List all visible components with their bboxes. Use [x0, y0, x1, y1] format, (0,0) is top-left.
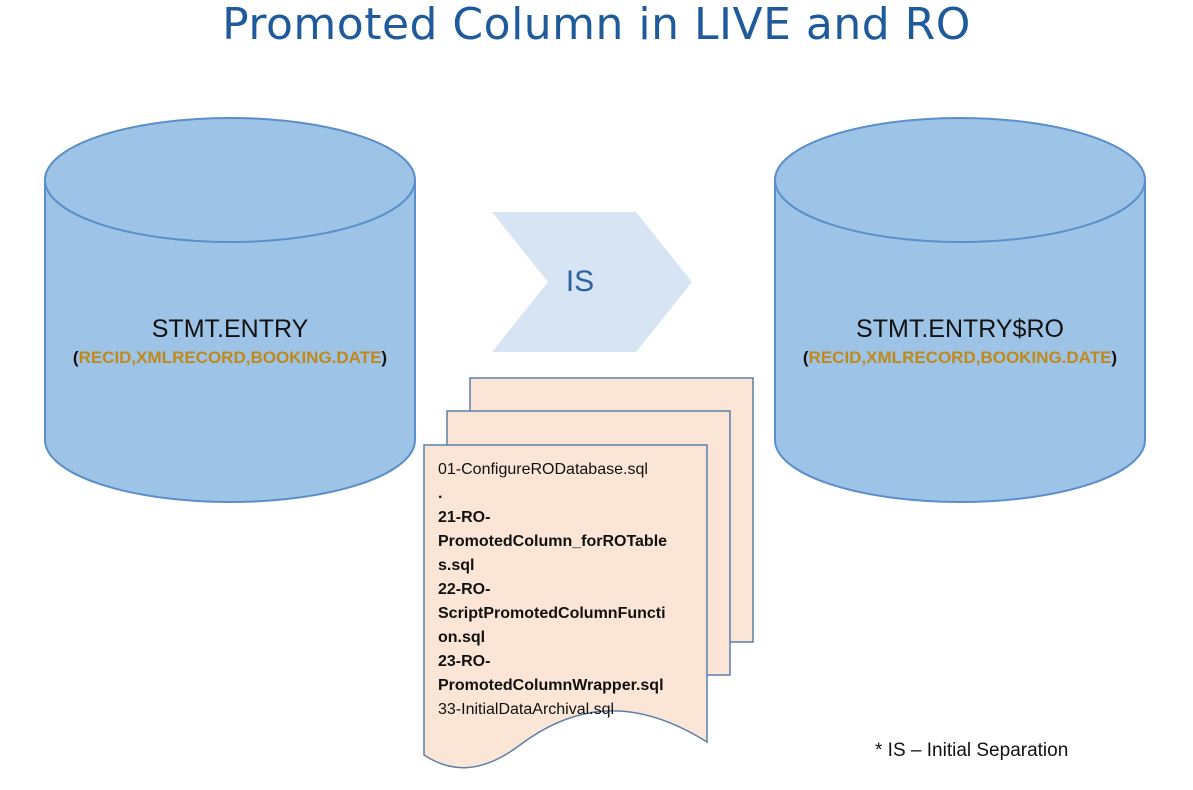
ro-close-paren: ) [1111, 348, 1118, 367]
script-line: 21-RO- [438, 509, 491, 526]
ro-column-list: (RECID,XMLRECORD,BOOKING.DATE) [775, 346, 1145, 370]
script-line: PromotedColumnWrapper.sql [438, 677, 664, 694]
ro-cylinder-body [774, 180, 1146, 503]
script-line: 01-ConfigureRODatabase.sql [438, 461, 648, 478]
script-line: ScriptPromotedColumnFuncti [438, 605, 666, 622]
live-open-paren: ( [72, 348, 79, 367]
live-column-list: (RECID,XMLRECORD,BOOKING.DATE) [45, 346, 415, 370]
page-title: Promoted Column in LIVE and RO [222, 0, 971, 50]
ro-database-cylinder [774, 117, 1146, 503]
live-columns: RECID,XMLRECORD,BOOKING.DATE [78, 348, 382, 367]
arrow-label: IS [565, 265, 595, 298]
script-line: 22-RO- [438, 581, 491, 598]
live-close-paren: ) [381, 348, 388, 367]
script-line: 23-RO- [438, 653, 491, 670]
script-line: 33-InitialDataArchival.sql [438, 701, 615, 718]
ro-open-paren: ( [802, 348, 809, 367]
ro-table-name: STMT.ENTRY$RO [856, 315, 1064, 343]
script-line: on.sql [438, 629, 486, 646]
live-cylinder-body [44, 180, 416, 503]
document-page-front [423, 444, 708, 769]
live-cylinder-top [44, 117, 416, 243]
live-db-label: STMT.ENTRY (RECID,XMLRECORD,BOOKING.DATE… [45, 314, 415, 370]
live-database-cylinder [44, 117, 416, 503]
live-table-name: STMT.ENTRY [151, 315, 309, 343]
script-line: s.sql [438, 557, 475, 574]
script-list: 01-ConfigureRODatabase.sql . 21-RO- Prom… [438, 458, 708, 722]
ro-columns: RECID,XMLRECORD,BOOKING.DATE [808, 348, 1112, 367]
chevron-arrow-icon [492, 212, 692, 352]
ro-cylinder-top [774, 117, 1146, 243]
script-line: . [438, 485, 443, 502]
ro-db-label: STMT.ENTRY$RO (RECID,XMLRECORD,BOOKING.D… [775, 314, 1145, 370]
script-line: PromotedColumn_forROTable [438, 533, 668, 550]
document-stack-icon [423, 377, 754, 769]
footnote: * IS – Initial Separation [875, 740, 1069, 761]
